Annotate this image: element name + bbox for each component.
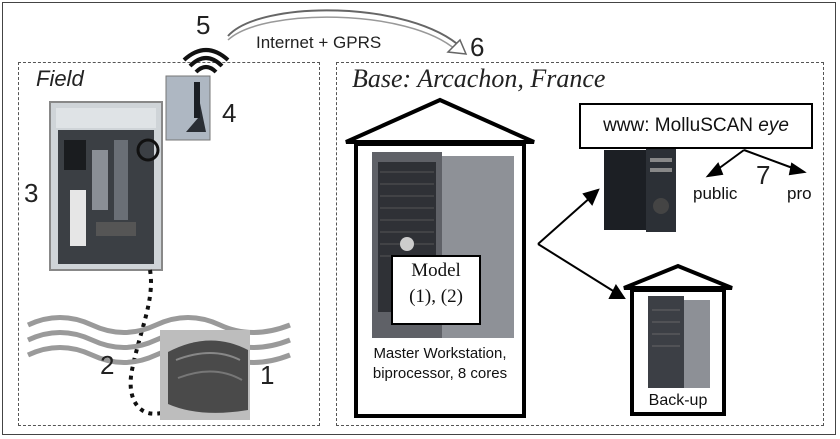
workstation-caption: Master Workstation, biprocessor, 8 cores [358, 344, 522, 384]
wireless-signal-icon [182, 48, 230, 74]
figure-frame [2, 2, 836, 435]
label-2: 2 [100, 350, 115, 380]
base-region [336, 62, 824, 426]
website-label: www: MolluSCAN eye [580, 104, 812, 148]
label-4: 4 [222, 98, 237, 128]
internet-arrow [227, 9, 463, 49]
server-arrows [537, 188, 626, 299]
field-cabinet-photo [49, 101, 163, 271]
workstation-line2: biprocessor, 8 cores [372, 365, 508, 382]
website-suffix: eye [758, 115, 789, 136]
mussel-photo [160, 330, 250, 420]
arrow-head-6 [446, 38, 468, 55]
base-house-outline [345, 97, 535, 418]
model-refs: (1), (2) [409, 286, 463, 307]
website-prefix: www: [603, 115, 655, 136]
field-label: Field [36, 66, 84, 91]
backup-server-photo [648, 296, 710, 388]
backup-label: Back-up [648, 392, 708, 409]
sensor-cable [128, 269, 166, 416]
web-server-photo [604, 146, 676, 232]
website-box [579, 103, 813, 149]
label-1: 1 [260, 360, 275, 390]
base-label: Base: Arcachon, France [352, 64, 606, 93]
internet-gprs-label: Internet + GPRS [256, 33, 382, 52]
label-6: 6 [470, 32, 485, 62]
backup-house-outline [623, 263, 733, 416]
audience-pro: pro [787, 184, 812, 203]
model-title: Model [411, 260, 461, 281]
model-text: Model (1), (2) [392, 258, 480, 310]
audience-public: public [693, 184, 738, 203]
field-region [18, 62, 320, 426]
label-7: 7 [756, 160, 771, 190]
workstation-line1: Master Workstation, [373, 345, 507, 362]
water-waves [26, 315, 291, 365]
label-3: 3 [24, 178, 39, 208]
audience-arrows [705, 149, 807, 178]
label-5: 5 [196, 10, 211, 40]
model-box [391, 255, 481, 325]
website-name: MolluSCAN [654, 115, 759, 136]
